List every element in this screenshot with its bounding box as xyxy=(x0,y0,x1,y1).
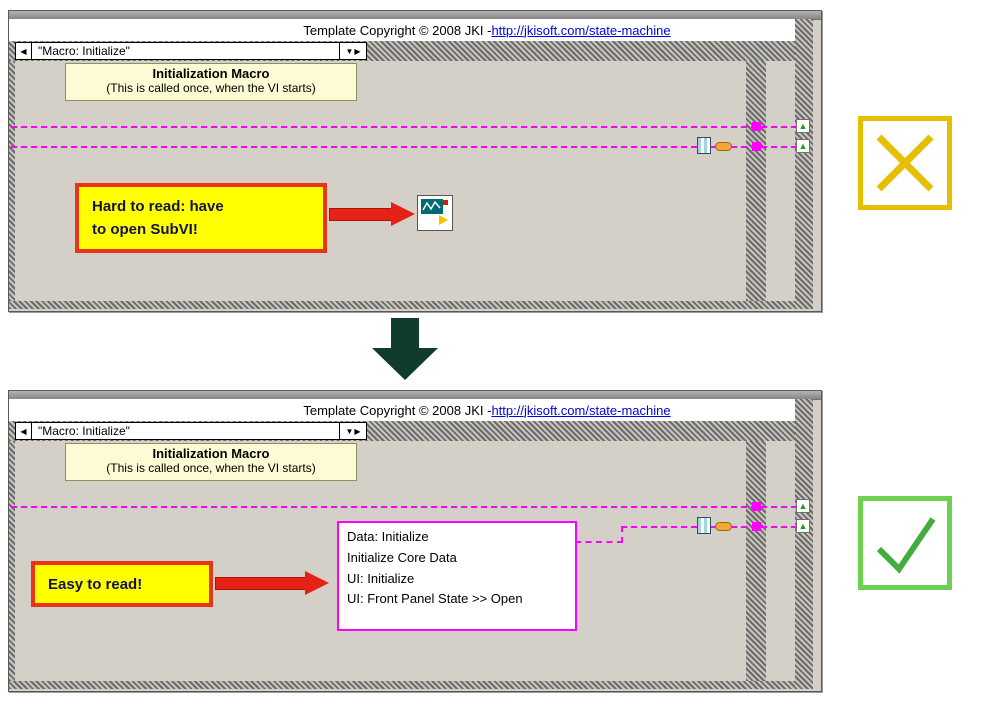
callout-line: Hard to read: have xyxy=(92,198,224,215)
case-dropdown-icon[interactable]: ▼ xyxy=(345,426,354,436)
loop-border-right xyxy=(795,399,813,689)
info-label-box: Initialization Macro (This is called onc… xyxy=(65,443,357,481)
copyright-link[interactable]: http://jkisoft.com/state-machine xyxy=(491,402,671,418)
wire-junction xyxy=(752,502,761,511)
case-selector[interactable]: ◀ "Macro: Initialize" ▼▶ xyxy=(15,422,367,440)
case-selector-label[interactable]: "Macro: Initialize" xyxy=(38,424,130,438)
shift-register-up-icon: ▲ xyxy=(796,519,810,533)
case-structure-border-bottom xyxy=(9,681,795,689)
shift-register-up-icon: ▲ xyxy=(796,119,810,133)
state-list-line: Initialize Core Data xyxy=(347,549,457,565)
case-structure-border-right xyxy=(746,441,766,681)
info-subtitle: (This is called once, when the VI starts… xyxy=(106,461,316,475)
case-structure-border-bottom xyxy=(9,301,795,309)
case-structure-border-left xyxy=(9,441,15,681)
subvi-run-arrow xyxy=(439,215,448,225)
state-list-line: UI: Front Panel State >> Open xyxy=(347,591,523,607)
magenta-wire-lower xyxy=(621,526,807,528)
wire-connector-vertical xyxy=(621,526,623,543)
case-next-group[interactable]: ▼▶ xyxy=(339,43,366,59)
waveform-chart-glyph xyxy=(421,199,443,214)
case-selector[interactable]: ◀ "Macro: Initialize" ▼▶ xyxy=(15,42,367,60)
check-icon xyxy=(876,517,936,574)
state-list-line: Data: Initialize xyxy=(347,529,429,544)
queue-glyph xyxy=(697,517,711,534)
element-glyph xyxy=(715,522,732,531)
cross-badge xyxy=(858,116,952,210)
copyright-text: Template Copyright © 2008 JKI - http://j… xyxy=(9,399,795,421)
down-arrow-shaft xyxy=(391,318,419,348)
callout-line: Easy to read! xyxy=(48,576,143,593)
wire-junction xyxy=(752,122,761,131)
transition-down-arrow xyxy=(372,318,438,380)
check-badge xyxy=(858,496,952,590)
state-list-line: UI: Initialize xyxy=(347,570,415,586)
case-structure-border-left xyxy=(9,61,15,301)
info-title: Initialization Macro xyxy=(152,446,270,461)
red-arrow-head xyxy=(305,571,329,595)
callout-easy-to-read: Easy to read! xyxy=(31,561,213,607)
info-label-box: Initialization Macro (This is called onc… xyxy=(65,63,357,101)
magenta-wire-lower xyxy=(11,146,807,148)
subvi-red-dot xyxy=(443,200,448,205)
magenta-wire-upper xyxy=(11,506,807,508)
case-next-group[interactable]: ▼▶ xyxy=(339,423,366,439)
copyright-prefix: Template Copyright © 2008 JKI - xyxy=(303,22,492,38)
down-arrow-head xyxy=(372,348,438,380)
copyright-prefix: Template Copyright © 2008 JKI - xyxy=(303,402,492,418)
diagram-before: Template Copyright © 2008 JKI - http://j… xyxy=(8,10,822,312)
dequeue-element-icon[interactable] xyxy=(697,514,733,538)
case-selector-label[interactable]: "Macro: Initialize" xyxy=(38,44,130,58)
case-next-icon[interactable]: ▶ xyxy=(354,426,361,436)
element-glyph xyxy=(715,142,732,151)
red-arrow-shaft xyxy=(215,577,307,590)
info-title: Initialization Macro xyxy=(152,66,270,81)
callout-line: to open SubVI! xyxy=(92,221,198,239)
shift-register-up-icon: ▲ xyxy=(796,499,810,513)
callout-hard-to-read: Hard to read: have to open SubVI! xyxy=(75,183,327,253)
case-structure-border-right xyxy=(746,61,766,301)
magenta-wire-upper xyxy=(11,126,807,128)
queue-glyph xyxy=(697,137,711,154)
red-arrow-shaft xyxy=(329,208,393,221)
info-subtitle: (This is called once, when the VI starts… xyxy=(106,81,316,95)
case-prev-icon[interactable]: ◀ xyxy=(16,423,32,439)
case-prev-icon[interactable]: ◀ xyxy=(16,43,32,59)
state-list-constant[interactable]: Data: Initialize Initialize Core Data UI… xyxy=(337,521,577,631)
case-dropdown-icon[interactable]: ▼ xyxy=(345,46,354,56)
wire-junction xyxy=(752,142,761,151)
shift-register-up-icon: ▲ xyxy=(796,139,810,153)
loop-border-right xyxy=(795,19,813,309)
case-next-icon[interactable]: ▶ xyxy=(354,46,361,56)
red-arrow-head xyxy=(391,202,415,226)
diagram-after: Template Copyright © 2008 JKI - http://j… xyxy=(8,390,822,692)
subvi-icon[interactable] xyxy=(417,195,453,231)
wire-connector-horizontal xyxy=(575,541,623,543)
copyright-link[interactable]: http://jkisoft.com/state-machine xyxy=(491,22,671,38)
x-icon xyxy=(876,134,934,192)
dequeue-element-icon[interactable] xyxy=(697,134,733,158)
wire-junction xyxy=(752,522,761,531)
copyright-text: Template Copyright © 2008 JKI - http://j… xyxy=(9,19,795,41)
